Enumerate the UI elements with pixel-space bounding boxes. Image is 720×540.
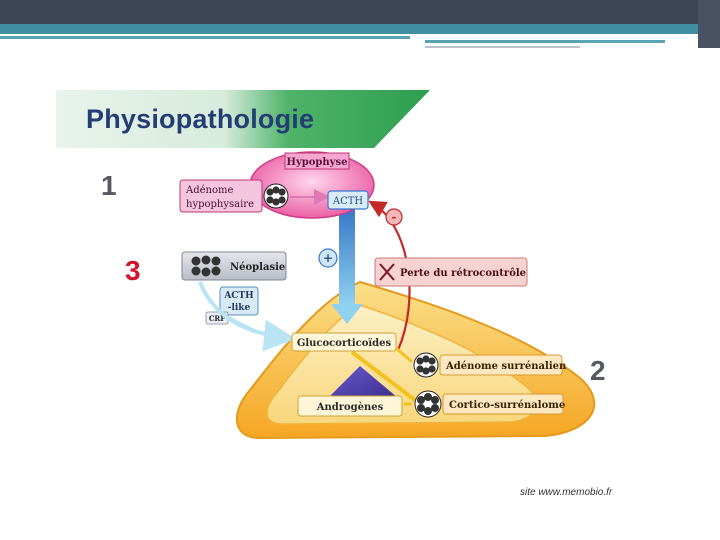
hypophyse-label: Hypophyse <box>287 157 348 168</box>
crf-label: CRF <box>209 314 225 323</box>
gluco-box <box>291 332 397 352</box>
accent-line <box>0 36 410 39</box>
perte-box <box>374 257 528 287</box>
top-bar-corner <box>698 0 720 48</box>
acth-like-label-2: -like <box>228 303 251 313</box>
adenome-surr-cells-icon <box>413 352 439 378</box>
slide-title: Physiopathologie <box>86 104 315 134</box>
adenome-surr-box <box>439 354 563 376</box>
gluco-arrow <box>350 350 422 406</box>
minus-label: - <box>392 210 397 224</box>
adenome-surr-label: Adénome surrénalien <box>445 361 567 372</box>
cross-icon <box>379 263 395 281</box>
acth-label: ACTH <box>332 196 364 207</box>
cell-cluster-icon <box>263 183 289 209</box>
androgenes-label: Androgènes <box>316 402 384 413</box>
source-footer: site www.memobio.fr <box>520 487 613 498</box>
adenome-hyp-label-1: Adénome <box>185 185 233 196</box>
number-3: 3 <box>125 255 141 286</box>
acth-like-label-1: ACTH <box>223 291 254 301</box>
plus-label: + <box>323 251 333 265</box>
acth-box <box>327 190 369 210</box>
perte-label: Perte du rétrocontrôle <box>400 268 526 279</box>
adenome-hyp-label-2: hypophysaire <box>186 199 254 210</box>
teal-stripe <box>0 24 698 34</box>
acth-arrow <box>339 210 355 306</box>
accent-line <box>425 46 580 48</box>
gluco-label: Glucocorticoïdes <box>297 338 392 349</box>
adrenal-medulla <box>328 366 398 398</box>
number-1: 1 <box>101 170 117 201</box>
androgenes-box <box>297 395 403 417</box>
cortico-cells-icon <box>414 390 442 418</box>
accent-line <box>425 40 665 43</box>
plus-badge <box>318 248 338 268</box>
acth-like-box <box>219 286 259 316</box>
crf-arrow <box>229 316 289 344</box>
neoplasia-cells-icon <box>191 255 221 277</box>
minus-badge <box>385 208 403 226</box>
cortico-label: Cortico-surrénalome <box>449 400 565 411</box>
title-banner <box>56 90 430 148</box>
number-2: 2 <box>590 355 606 386</box>
neoplasie-label: Néoplasie <box>230 262 285 273</box>
adenome-hyp-box <box>179 179 263 213</box>
cortico-box <box>442 393 564 415</box>
top-bar <box>0 0 720 24</box>
